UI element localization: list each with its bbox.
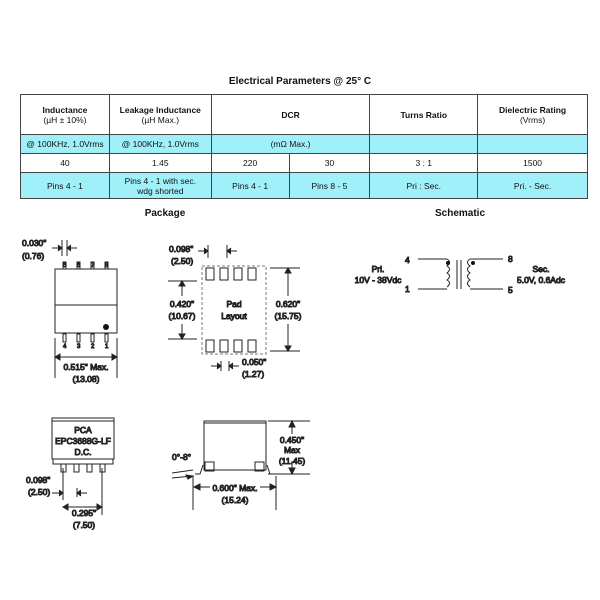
table-cell — [477, 134, 588, 154]
pin-number: 6 — [77, 263, 81, 269]
pin-width-label: 0.030" — [22, 238, 46, 248]
table-cell: Pins 4 - 1 — [20, 172, 110, 199]
body-width-mm: (13.08) — [73, 374, 100, 384]
pin-number: 7 — [91, 263, 95, 269]
layout-label: Layout — [221, 311, 247, 321]
pin-number: 3 — [77, 344, 81, 350]
primary-label: Pri. — [372, 264, 385, 274]
pin-number: 4 — [63, 344, 67, 350]
marking-line-1: PCA — [74, 425, 92, 435]
side-pitch-label: 0.098" — [26, 475, 50, 485]
pins-row: Pins 4 - 1 Pins 4 - 1 with sec.wdg short… — [20, 172, 588, 199]
side-pitch-mm: (2.50) — [28, 487, 50, 497]
schematic-pin-1: 1 — [405, 284, 410, 294]
header-leakage: Leakage Inductance(µH Max.) — [108, 94, 212, 135]
electrical-parameters-title: Electrical Parameters @ 25° C — [228, 76, 372, 87]
schematic-title: Schematic — [434, 208, 486, 219]
table-cell: Pins 8 - 5 — [288, 172, 371, 199]
pin-width-mm: (0.76) — [22, 251, 44, 261]
side-span-label: 0.295" — [72, 508, 96, 518]
body-width-label: 0.515" Max. — [63, 362, 108, 372]
length-mm: (15.24) — [222, 495, 249, 505]
schematic-pin-5: 5 — [508, 285, 513, 295]
pad-pitch-label: 0.098" — [169, 244, 193, 254]
side-view-drawing — [171, 419, 310, 510]
pin-number: 2 — [91, 344, 95, 350]
pad-layout-drawing — [168, 245, 300, 371]
pad-width-label: 0.050" — [242, 357, 266, 367]
pad-pitch-mm: (2.50) — [171, 256, 193, 266]
header-row: Inductance(µH ± 10%) Leakage Inductance(… — [20, 94, 588, 135]
table-cell: Pins 4 - 1 with sec.wdg shorted — [108, 172, 212, 199]
primary-voltage: 10V - 38Vdc — [355, 275, 403, 285]
pad-inner-mm: (10.67) — [169, 311, 196, 321]
table-cell: @ 100KHz, 1.0Vrms — [108, 134, 212, 154]
transformer-symbol — [418, 258, 503, 290]
pad-label: Pad — [226, 299, 241, 309]
secondary-voltage: 5.0V, 0.6Adc — [517, 275, 566, 285]
height-mm: (11.45) — [279, 456, 305, 466]
pad-width-mm: (1.27) — [242, 369, 264, 379]
table-cell — [369, 134, 479, 154]
header-inductance: Inductance(µH ± 10%) — [20, 94, 110, 135]
pin-number: 1 — [105, 344, 109, 350]
pad-outer-mm: (15.75) — [275, 311, 302, 321]
header-dcr: DCR — [210, 94, 371, 135]
marking-line-3: D.C. — [75, 447, 92, 457]
pad-inner-label: 0.420" — [170, 299, 194, 309]
conditions-row: @ 100KHz, 1.0Vrms @ 100KHz, 1.0Vrms (mΩ … — [20, 134, 588, 154]
pin-number: 8 — [105, 263, 109, 269]
table-cell: @ 100KHz, 1.0Vrms — [20, 134, 110, 154]
length-label: 0.600" Max. — [212, 483, 257, 493]
values-row: 40 1.45 220 30 3 : 1 1500 — [20, 153, 588, 173]
schematic-pin-8: 8 — [508, 254, 513, 264]
table-cell: Pri : Sec. — [369, 172, 479, 199]
top-view-drawing — [52, 240, 118, 378]
angle-label: 0°-8° — [172, 452, 191, 462]
schematic-pin-4: 4 — [405, 255, 410, 265]
pin-number: 5 — [63, 263, 67, 269]
height-label: 0.450" — [280, 435, 304, 445]
electrical-parameters-table: Inductance(µH ± 10%) Leakage Inductance(… — [20, 94, 588, 199]
side-span-mm: (7.50) — [73, 520, 95, 530]
header-turns-ratio: Turns Ratio — [369, 94, 479, 135]
package-title: Package — [144, 208, 186, 219]
front-view-drawing — [51, 417, 115, 515]
header-dielectric: Dielectric Rating(Vrms) — [477, 94, 588, 135]
marking-line-2: EPC3688G-LF — [55, 436, 111, 446]
pad-outer-label: 0.620" — [276, 299, 300, 309]
secondary-label: Sec. — [532, 264, 549, 274]
table-cell: Pri. - Sec. — [477, 172, 588, 199]
height-max-label: Max — [284, 445, 301, 455]
